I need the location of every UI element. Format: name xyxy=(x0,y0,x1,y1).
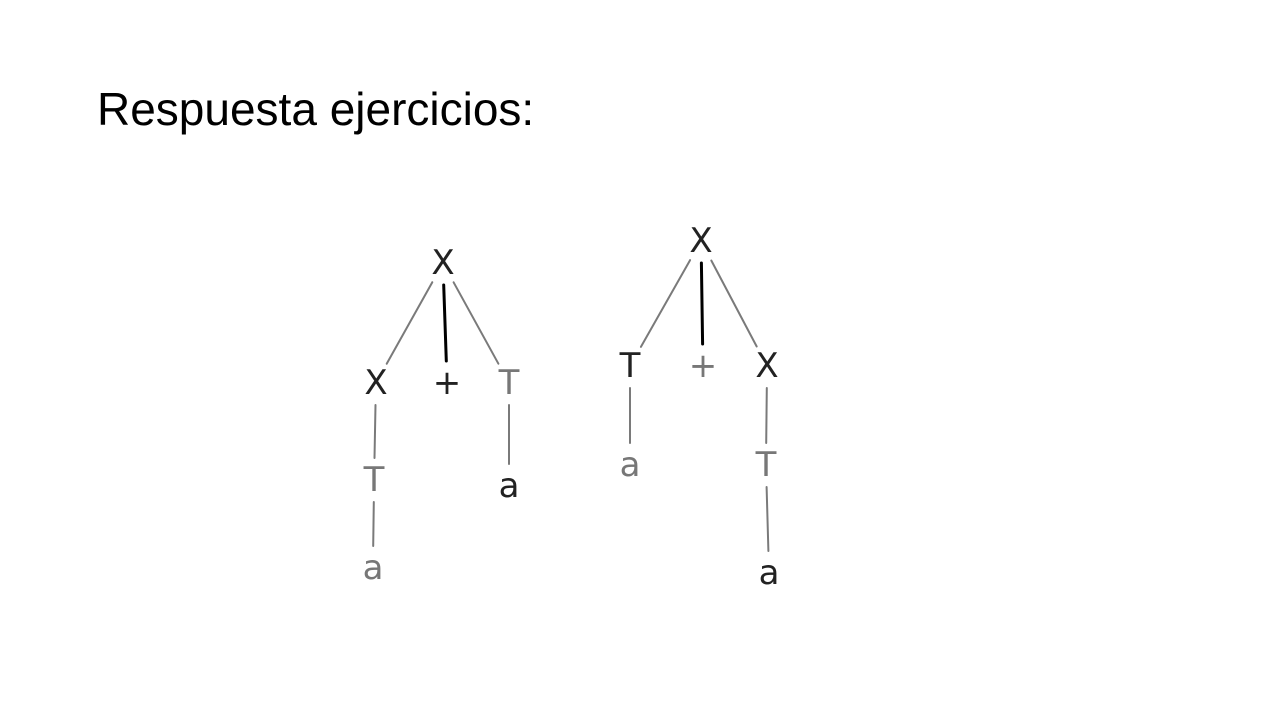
tree-1-node-left-a: a xyxy=(363,548,384,588)
tree-2-node-right-a: a xyxy=(759,553,780,593)
tree-2-node-root: X xyxy=(689,221,712,261)
tree-1-node-right-a: a xyxy=(499,466,520,506)
tree-2-node-right-x: X xyxy=(755,346,778,386)
tree-1-edge-left-x-to-left-t xyxy=(373,404,377,459)
tree-2-edge-root-to-left-t xyxy=(639,259,692,348)
tree-edges xyxy=(372,259,770,552)
tree-2-edge-root-to-plus xyxy=(699,261,705,346)
tree-2-node-left-a: a xyxy=(620,445,641,485)
tree-1-node-root: X xyxy=(431,243,454,283)
tree-2-node-right-t: T xyxy=(755,445,777,485)
tree-2-node-left-t: T xyxy=(619,346,641,386)
tree-1-node-left-t: T xyxy=(363,460,385,500)
tree-2-edge-right-t-to-right-a xyxy=(765,486,770,552)
tree-1-edge-root-to-left-x xyxy=(385,281,434,365)
tree-1-node-plus: + xyxy=(433,363,462,403)
tree-2-edge-root-to-right-x xyxy=(710,259,758,348)
tree-2-edge-right-x-to-right-t xyxy=(765,387,768,444)
tree-1-edge-root-to-plus xyxy=(442,283,448,363)
slide-title: Respuesta ejercicios: xyxy=(97,83,535,135)
tree-1-node-right-t: T xyxy=(498,363,520,403)
tree-2-node-plus: + xyxy=(689,346,718,386)
tree-1-edge-root-to-right-t xyxy=(452,281,500,365)
tree-nodes: X X + T Ta a X T + Xa Ta xyxy=(363,221,780,593)
tree-1-node-left-x: X xyxy=(364,363,387,403)
tree-1-edge-left-t-to-left-a xyxy=(372,501,375,547)
